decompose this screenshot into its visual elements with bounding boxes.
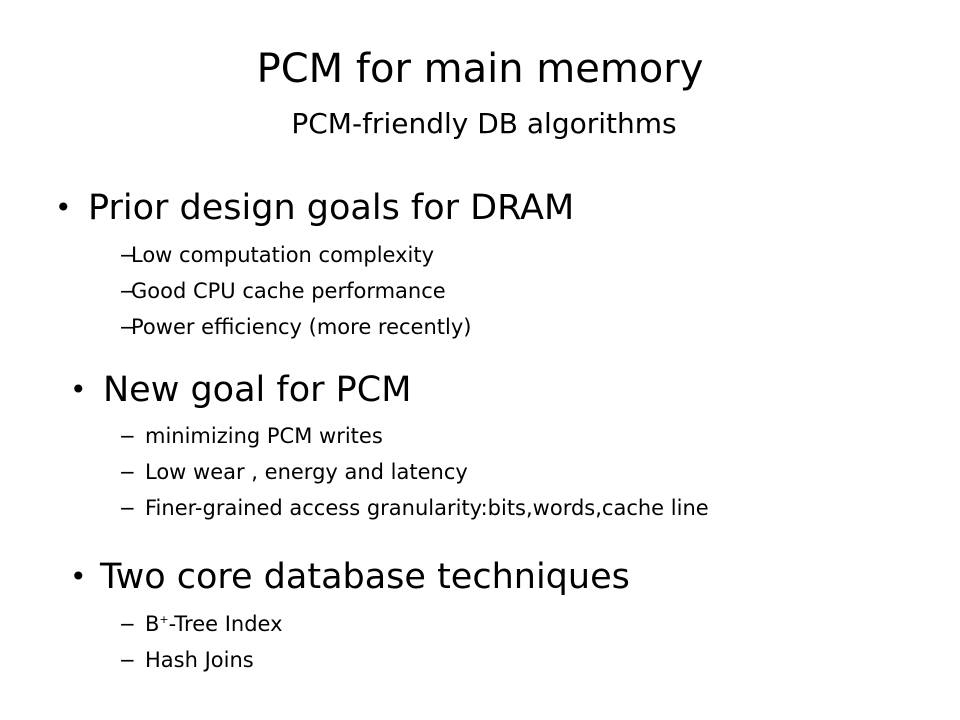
- slide-subtitle: PCM-friendly DB algorithms: [291, 107, 677, 140]
- dash-icon: −: [119, 496, 136, 520]
- list-item-text: minimizing PCM writes: [145, 424, 383, 448]
- heading-text: New goal for PCM: [103, 370, 412, 410]
- heading-text: Two core database techniques: [100, 557, 630, 597]
- b-tree-rest: -Tree Index: [168, 612, 283, 636]
- section-core-techniques: • Two core database techniques − B+-Tree…: [70, 555, 630, 673]
- list-item-text: Good CPU cache performance: [131, 279, 446, 303]
- list-item: − minimizing PCM writes: [70, 423, 709, 449]
- list-item: − Low wear , energy and latency: [70, 459, 709, 485]
- dash-icon: −: [119, 315, 136, 339]
- dash-icon: −: [119, 424, 136, 448]
- dash-icon: −: [119, 648, 136, 672]
- list-item-text: B+-Tree Index: [145, 611, 283, 637]
- dash-icon: −: [119, 460, 136, 484]
- bullet-heading: • Prior design goals for DRAM: [55, 186, 574, 230]
- list-item: − Good CPU cache performance: [55, 278, 574, 304]
- heading-text: Prior design goals for DRAM: [88, 188, 575, 228]
- section-prior-goals: • Prior design goals for DRAM − Low comp…: [55, 186, 574, 340]
- b-tree-superscript: +: [159, 613, 169, 626]
- list-item-text: Low wear , energy and latency: [145, 460, 468, 484]
- b-tree-base: B: [145, 612, 160, 636]
- list-item: − Hash Joins: [70, 647, 630, 673]
- list-item: − B+-Tree Index: [70, 611, 630, 637]
- bullet-icon: •: [70, 373, 87, 406]
- bullet-heading: • Two core database techniques: [70, 555, 630, 599]
- list-item: − Finer-grained access granularity:bits,…: [70, 495, 709, 521]
- dash-icon: −: [119, 612, 136, 636]
- list-item: − Low computation complexity: [55, 242, 574, 268]
- list-item-text: Finer-grained access granularity:bits,wo…: [145, 496, 709, 520]
- dash-icon: −: [119, 279, 136, 303]
- dash-icon: −: [119, 243, 136, 267]
- bullet-icon: •: [55, 191, 72, 224]
- bullet-heading: • New goal for PCM: [70, 368, 709, 412]
- list-item-text: Low computation complexity: [131, 243, 435, 267]
- bullet-icon: •: [70, 560, 87, 593]
- slide-title: PCM for main memory: [256, 46, 704, 92]
- list-item: − Power efficiency (more recently): [55, 314, 574, 340]
- section-new-goal: • New goal for PCM − minimizing PCM writ…: [70, 368, 709, 521]
- list-item-text: Hash Joins: [145, 648, 254, 672]
- list-item-text: Power efficiency (more recently): [131, 315, 472, 339]
